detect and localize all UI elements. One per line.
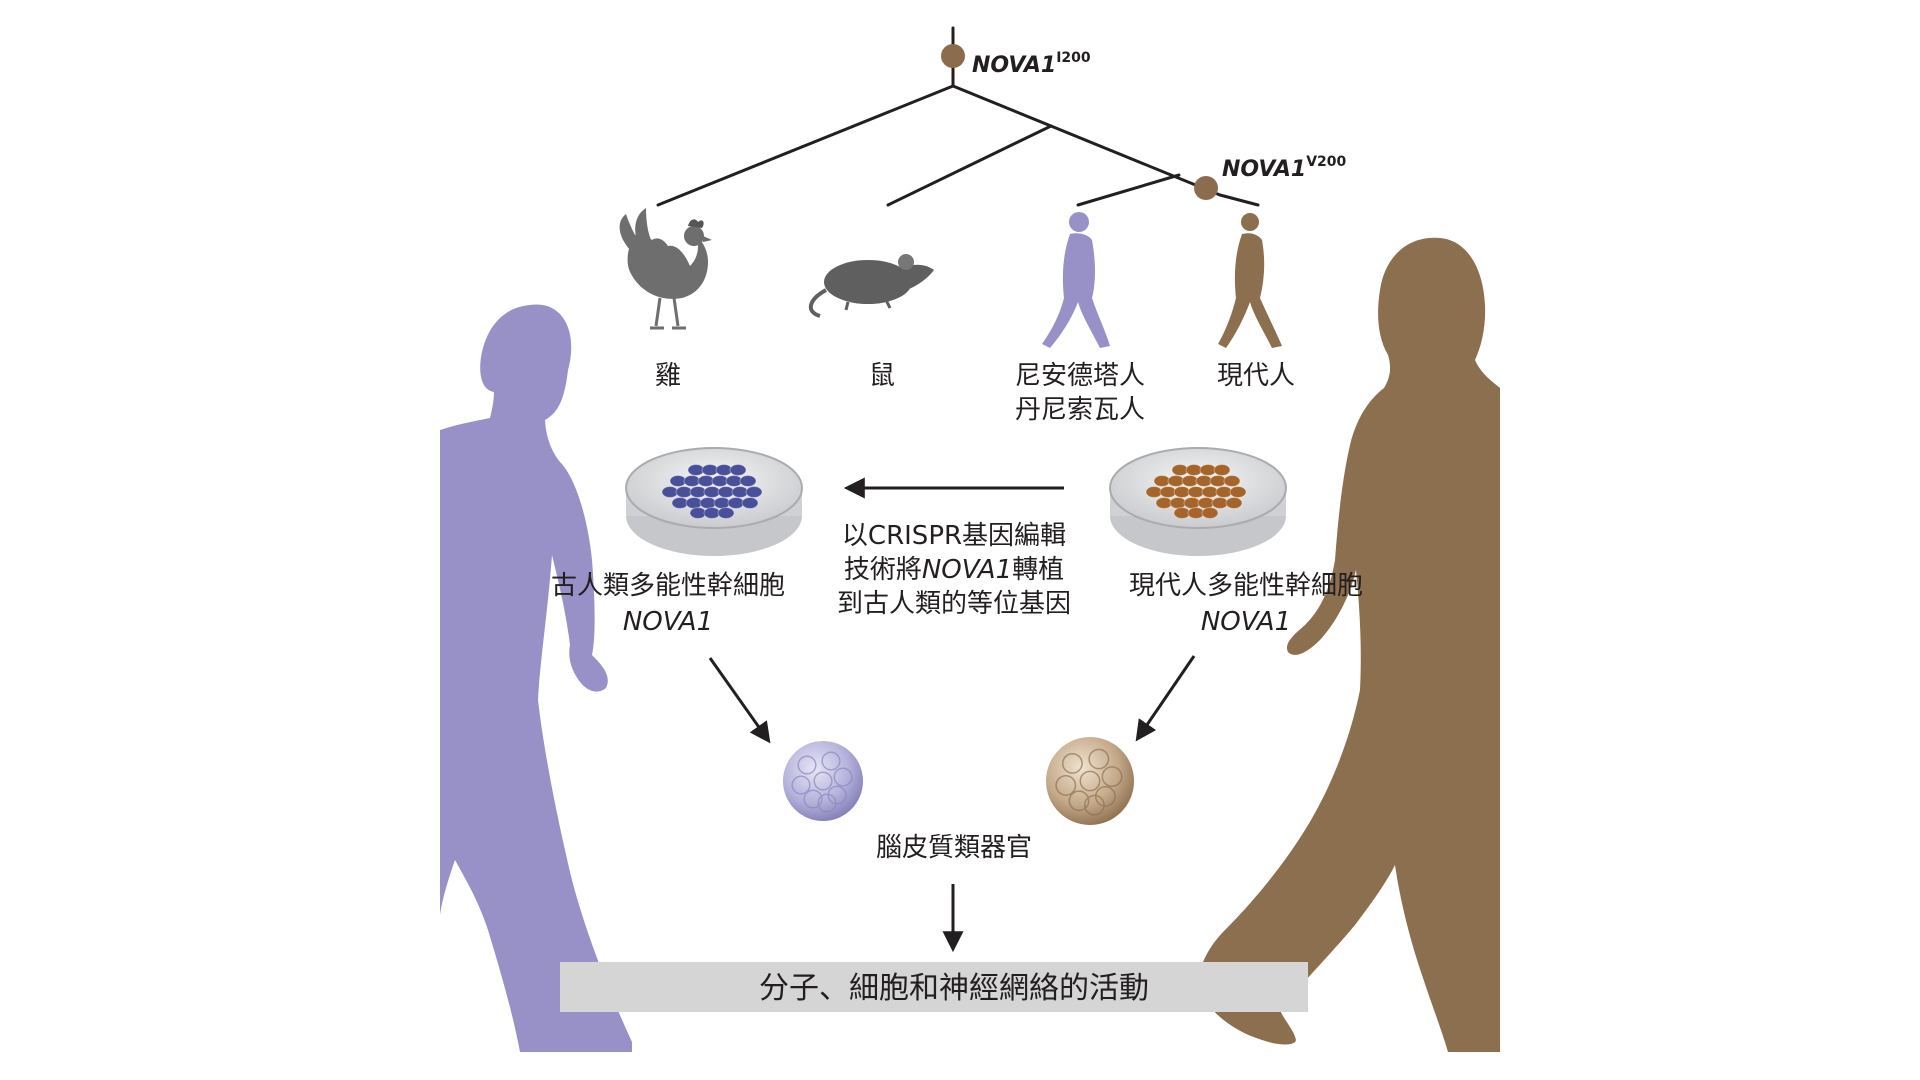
modern-human-silhouette bbox=[1198, 237, 1500, 1052]
modern-to-organoid-arrow bbox=[1135, 655, 1196, 742]
organoid-bump bbox=[1101, 766, 1123, 788]
mouse-body bbox=[824, 260, 912, 304]
label-modern: 現代人 bbox=[1217, 361, 1295, 391]
archaic-organoid bbox=[783, 741, 863, 821]
chicken-comb bbox=[688, 219, 704, 228]
organoid-bump bbox=[797, 755, 817, 775]
cell-colony bbox=[745, 486, 763, 498]
crispr-line-2-post: 轉植 bbox=[1012, 555, 1064, 585]
cell-colony bbox=[717, 507, 735, 519]
crispr-line-1: 以CRISPR基因編輯 bbox=[842, 521, 1066, 551]
modern-gene-name: NOVA1 bbox=[1222, 157, 1306, 182]
archaic-human-silhouette bbox=[440, 304, 632, 1052]
label-archaic-1: 尼安德塔人 bbox=[1015, 361, 1145, 391]
cell-colony bbox=[739, 475, 757, 487]
result-banner bbox=[560, 962, 1308, 1012]
organoid-bump bbox=[1061, 752, 1083, 774]
modern-walker-body bbox=[1218, 233, 1282, 348]
cell-colony bbox=[741, 497, 759, 509]
organoid-bump bbox=[803, 789, 823, 809]
crispr-line-3: 到古人類的等位基因 bbox=[837, 589, 1071, 619]
archaic-human-body bbox=[440, 304, 632, 1052]
organoid-bump bbox=[1079, 770, 1101, 792]
mouse-icon bbox=[809, 254, 934, 318]
tree-branch-archaic bbox=[1076, 173, 1181, 207]
modern-walker-icon bbox=[1218, 213, 1282, 348]
modern-gene-variant: V200 bbox=[1306, 154, 1346, 170]
chicken-beak bbox=[703, 236, 712, 242]
result-banner-text: 分子、細胞和神經網絡的活動 bbox=[759, 971, 1149, 1006]
cell-colony bbox=[729, 464, 747, 476]
mouse-head bbox=[900, 264, 934, 292]
label-chicken: 雞 bbox=[655, 361, 681, 391]
organoid-bump bbox=[1055, 774, 1077, 796]
root-gene-name: NOVA1 bbox=[972, 53, 1056, 78]
chicken-icon bbox=[619, 208, 712, 330]
organoid-bump bbox=[1083, 794, 1105, 816]
root-gene-label: NOVA1I200 bbox=[972, 50, 1091, 78]
archaic-cell-colonies bbox=[661, 464, 763, 519]
modern-walker-head bbox=[1241, 213, 1259, 231]
organoid-bump bbox=[833, 767, 853, 787]
archaic-stem-gene: NOVA1 bbox=[623, 607, 713, 637]
crispr-line-2: 技術將NOVA1轉植 bbox=[844, 555, 1064, 585]
modern-organoid-texture bbox=[1055, 748, 1123, 816]
tree-branch-main bbox=[951, 84, 1222, 197]
organoid-label: 腦皮質類器官 bbox=[876, 833, 1032, 863]
modern-petri-dish bbox=[1109, 447, 1287, 556]
archaic-organoid-texture bbox=[791, 751, 853, 813]
organoid-bump bbox=[1088, 748, 1110, 770]
label-archaic-2: 丹尼索瓦人 bbox=[1015, 395, 1145, 425]
archaic-petri-dish bbox=[625, 447, 803, 556]
tree-branch-chicken bbox=[656, 84, 955, 207]
mouse-ear bbox=[898, 254, 914, 270]
modern-node bbox=[1194, 176, 1218, 200]
organoid-bump bbox=[1068, 790, 1090, 812]
modern-human-body bbox=[1198, 237, 1500, 1052]
organoid-bump bbox=[821, 751, 841, 771]
modern-gene-label: NOVA1V200 bbox=[1222, 154, 1347, 182]
cell-colony bbox=[1223, 475, 1241, 487]
root-node bbox=[941, 44, 965, 68]
tree-branch-modern-end bbox=[1218, 193, 1260, 207]
cell-colony bbox=[1225, 497, 1243, 509]
archaic-walker-head bbox=[1069, 212, 1089, 232]
tree-branch-mouse bbox=[886, 124, 1053, 207]
chicken-head bbox=[684, 226, 704, 246]
archaic-walker-icon bbox=[1042, 212, 1110, 348]
phylogenetic-tree bbox=[656, 26, 1260, 207]
cell-colony bbox=[1229, 486, 1247, 498]
chicken-tail-2 bbox=[635, 208, 652, 244]
chicken-body bbox=[627, 232, 708, 299]
crispr-line-2-gene: NOVA1 bbox=[922, 555, 1012, 585]
crispr-line-2-pre: 技術將 bbox=[844, 555, 922, 585]
cell-colony bbox=[1201, 507, 1219, 519]
label-mouse: 鼠 bbox=[869, 361, 895, 391]
cell-colony bbox=[1213, 464, 1231, 476]
chicken-legs bbox=[650, 297, 686, 330]
archaic-walker-body bbox=[1042, 233, 1110, 348]
organoid-bump bbox=[817, 793, 837, 813]
archaic-stem-label: 古人類多能性幹細胞 bbox=[551, 571, 785, 601]
modern-cell-colonies bbox=[1145, 464, 1247, 519]
archaic-to-organoid-arrow bbox=[708, 657, 771, 744]
modern-organoid bbox=[1046, 737, 1134, 825]
organoid-bump bbox=[791, 775, 811, 795]
root-gene-variant: I200 bbox=[1056, 50, 1091, 66]
modern-stem-gene: NOVA1 bbox=[1201, 607, 1291, 637]
modern-stem-label: 現代人多能性幹細胞 bbox=[1129, 571, 1363, 601]
organoid-bump bbox=[1094, 785, 1116, 807]
chicken-tail bbox=[619, 214, 642, 250]
mouse-feet bbox=[844, 299, 892, 311]
organoid-bump bbox=[813, 771, 833, 791]
mouse-tail bbox=[809, 288, 828, 318]
